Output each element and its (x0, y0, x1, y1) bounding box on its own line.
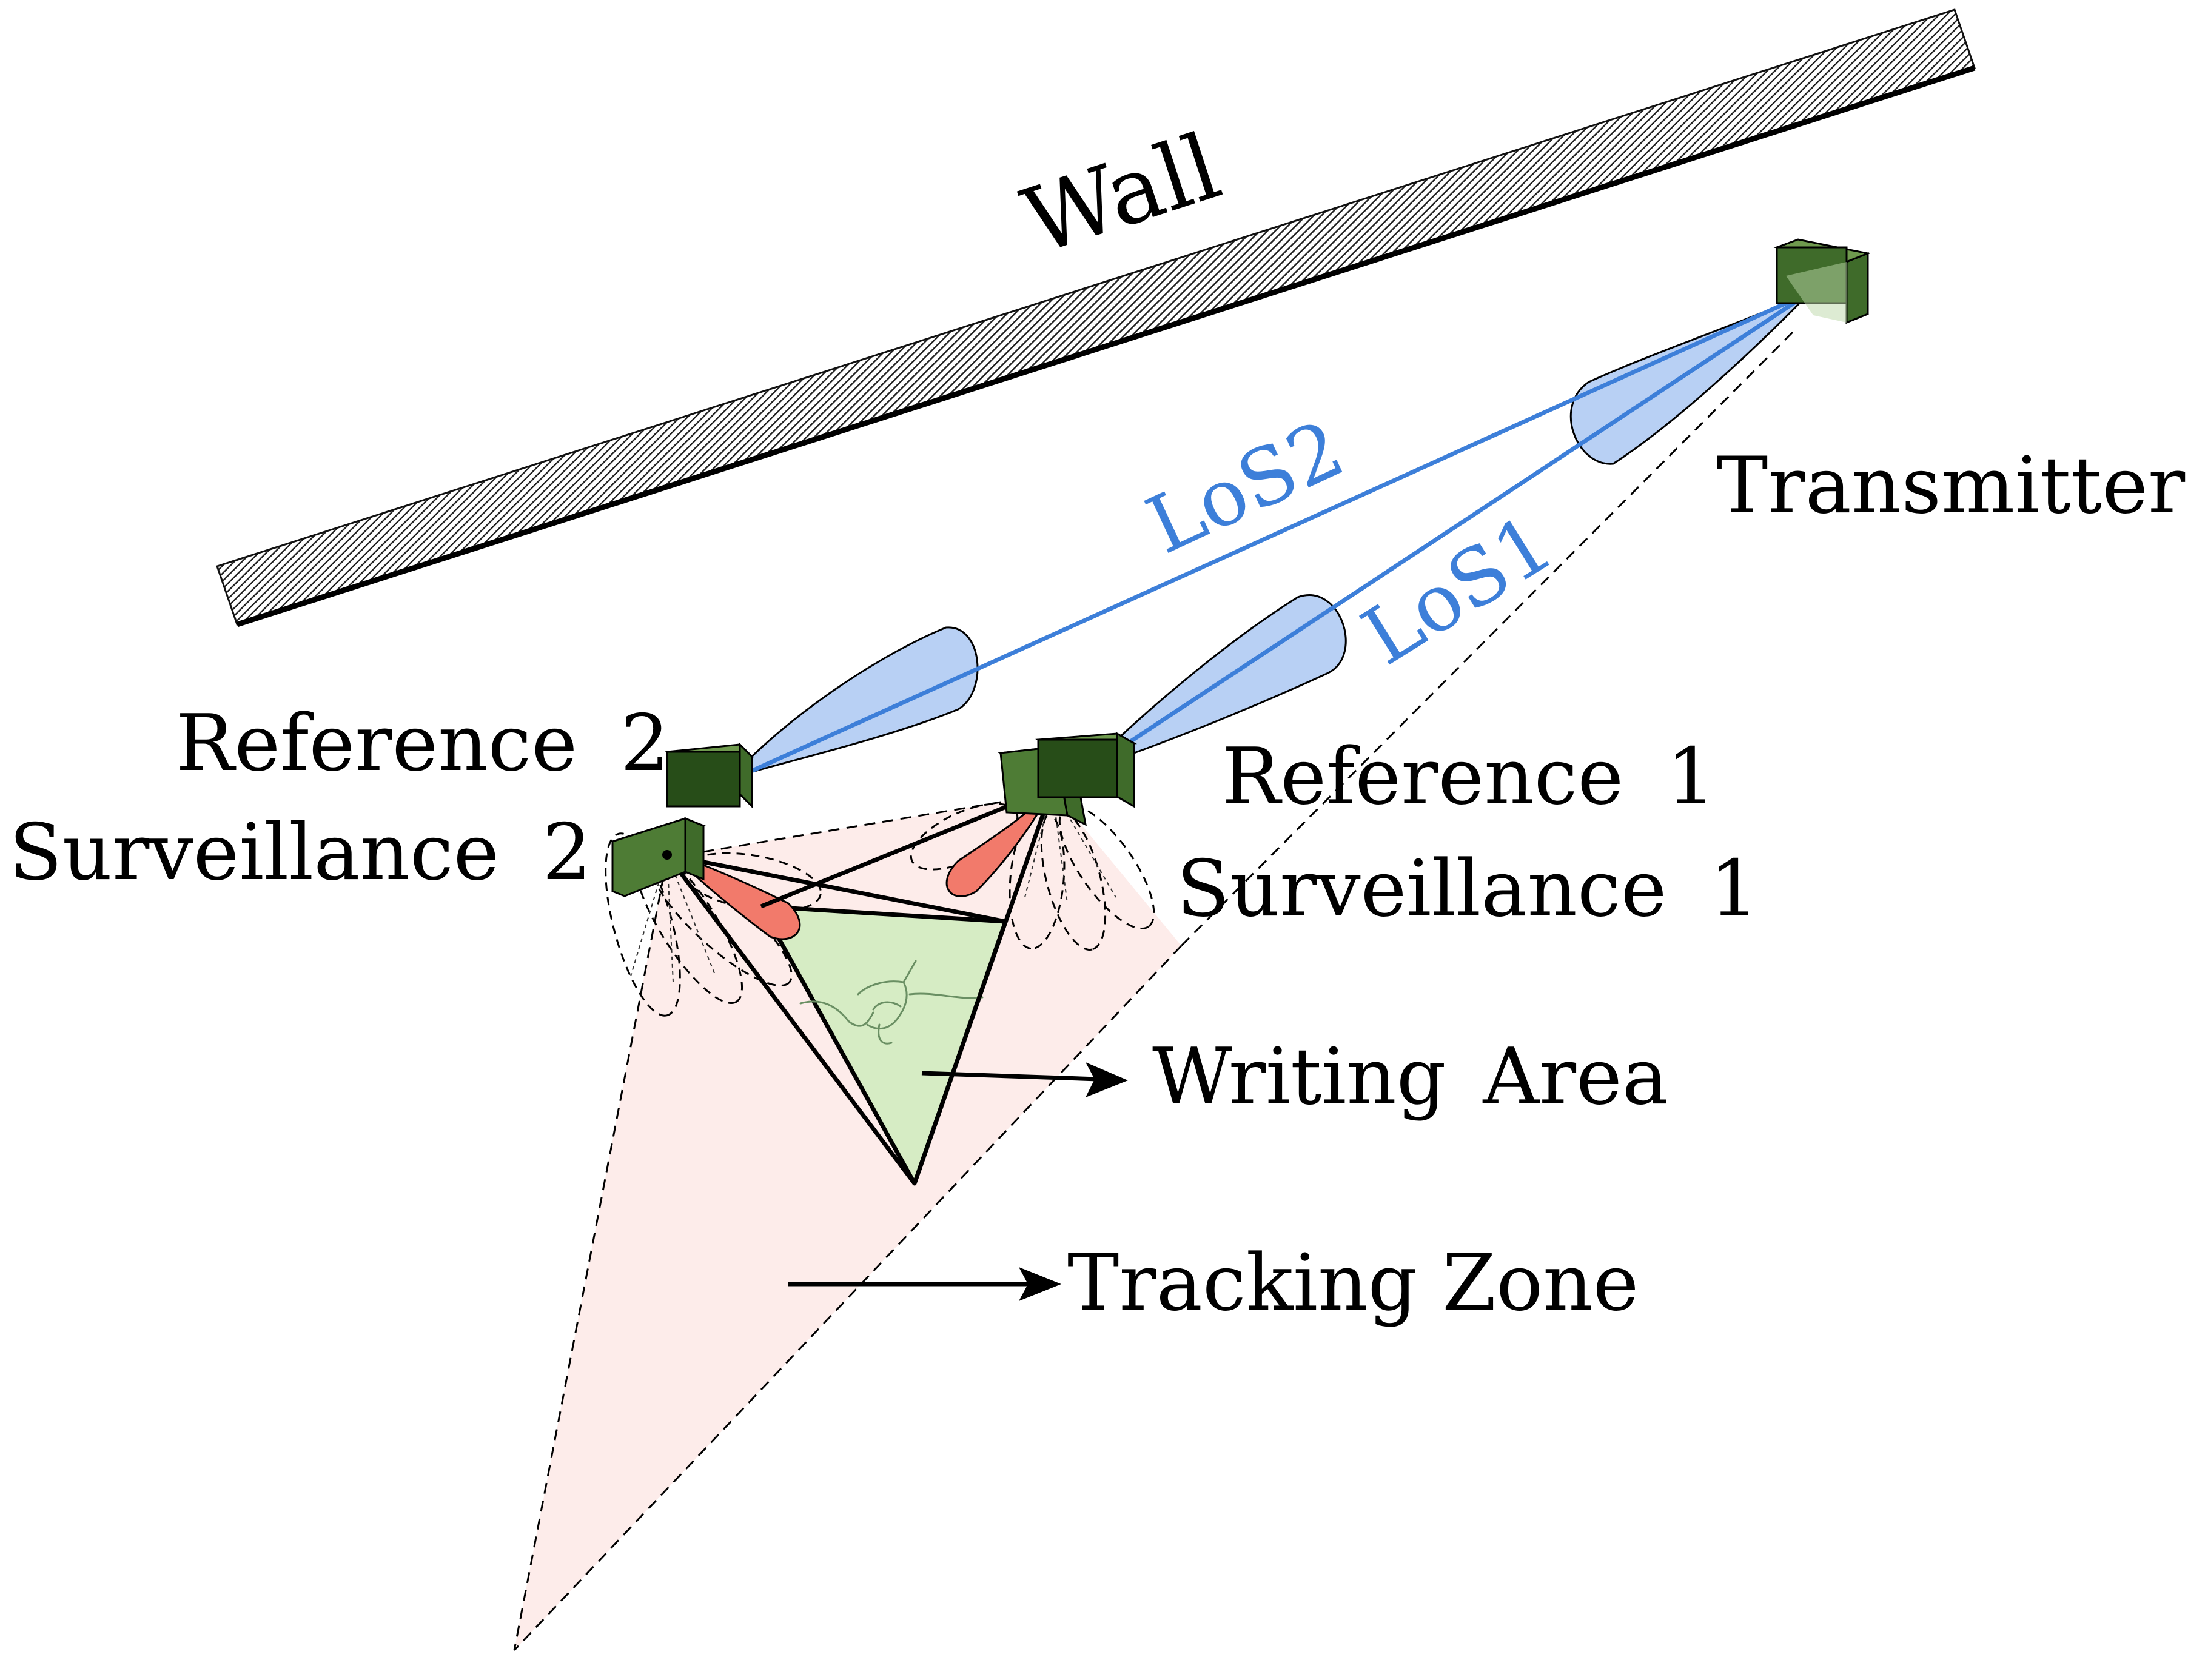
wall (216, 8, 1976, 627)
surveillance-2-antenna (609, 817, 706, 897)
tracking-zone-arrow (788, 1267, 1061, 1301)
surveillance-1-label: Surveillance 1 (1176, 844, 1759, 934)
reference-1-label: Reference 1 (1222, 732, 1716, 822)
reference-1-antenna (1035, 732, 1137, 808)
surveillance-2-label: Surveillance 2 (9, 808, 592, 898)
surveillance-1-beam (945, 788, 1053, 897)
los-2-line (733, 290, 1811, 781)
hand-with-pen-icon (799, 960, 984, 1045)
surveillance-fan-lines (630, 788, 1116, 983)
reference-2-antenna (665, 742, 754, 809)
writing-area-arrow (921, 1062, 1128, 1097)
los-1-line (1084, 290, 1811, 773)
reference-2-beam (728, 626, 979, 780)
transmitter-antenna (1773, 238, 1871, 324)
surveillance-geometry-lines (665, 786, 1055, 1185)
transmitter-label: Transmitter (1716, 441, 2186, 531)
writing-area-label: Writing Area (1152, 1032, 1668, 1122)
transmitter-beam (1569, 291, 1811, 465)
reference-2-label: Reference 2 (176, 698, 670, 789)
los-lines (733, 290, 1811, 781)
tracking-zone-label: Tracking Zone (1067, 1238, 1639, 1328)
